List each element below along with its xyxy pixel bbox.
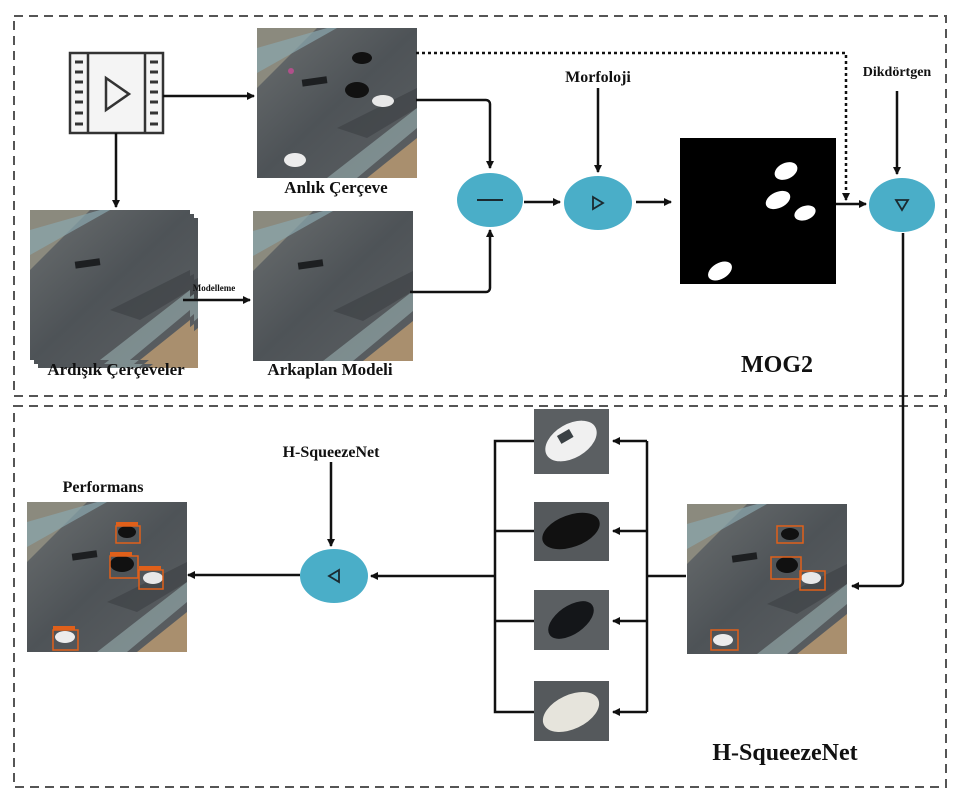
- crop-white-hatchback: [534, 681, 609, 741]
- rectangle-node: [869, 178, 935, 232]
- triangle-right-icon: [592, 195, 605, 211]
- modelling-label: Modelleme: [193, 283, 235, 293]
- morphology-label: Morfoloji: [565, 69, 631, 86]
- video-file-icon: [68, 51, 165, 135]
- consecutive-frames-image: [30, 210, 198, 368]
- morphology-node: [564, 176, 632, 230]
- detection-box: [799, 570, 826, 591]
- background-model-image: [253, 211, 413, 361]
- hsqueezenet-panel: [13, 405, 947, 788]
- hsqueezenet-input-label: H-SqueezeNet: [283, 444, 381, 461]
- triangle-down-icon: [894, 199, 910, 212]
- foreground-mask-image: [680, 138, 836, 284]
- hsqueezenet-panel-title: H-SqueezeNet: [712, 740, 857, 766]
- consecutive-frames-label: Ardışık Çerçeveler: [47, 360, 185, 379]
- detection-box: [776, 525, 804, 544]
- triangle-left-icon: [327, 568, 340, 584]
- crop-white-sedan: [534, 409, 609, 474]
- background-model-label: Arkaplan Modeli: [267, 360, 392, 379]
- mog2-panel: [13, 15, 947, 397]
- arrow-dotted-instant-to-rect: [416, 51, 850, 201]
- subtract-node: [457, 173, 523, 227]
- crop-black-sedan: [534, 590, 609, 650]
- classify-node: [300, 549, 368, 603]
- detection-box: [710, 629, 739, 651]
- arrow-background-to-subtract: [410, 229, 494, 294]
- performance-image: [27, 502, 187, 652]
- line-crops-merge: [493, 439, 534, 714]
- crop-black-suv: [534, 502, 609, 561]
- performance-label: Performans: [63, 479, 144, 496]
- arrow-instant-to-subtract: [416, 98, 494, 169]
- detections-image: [687, 504, 847, 654]
- instant-frame-label: Anlık Çerçeve: [284, 178, 388, 197]
- arrow-rect-to-detections: [851, 233, 905, 590]
- mog2-panel-title: MOG2: [741, 352, 813, 378]
- instant-frame-image: [257, 28, 417, 178]
- rectangle-label: Dikdörtgen: [863, 65, 932, 80]
- detection-box: [770, 556, 802, 580]
